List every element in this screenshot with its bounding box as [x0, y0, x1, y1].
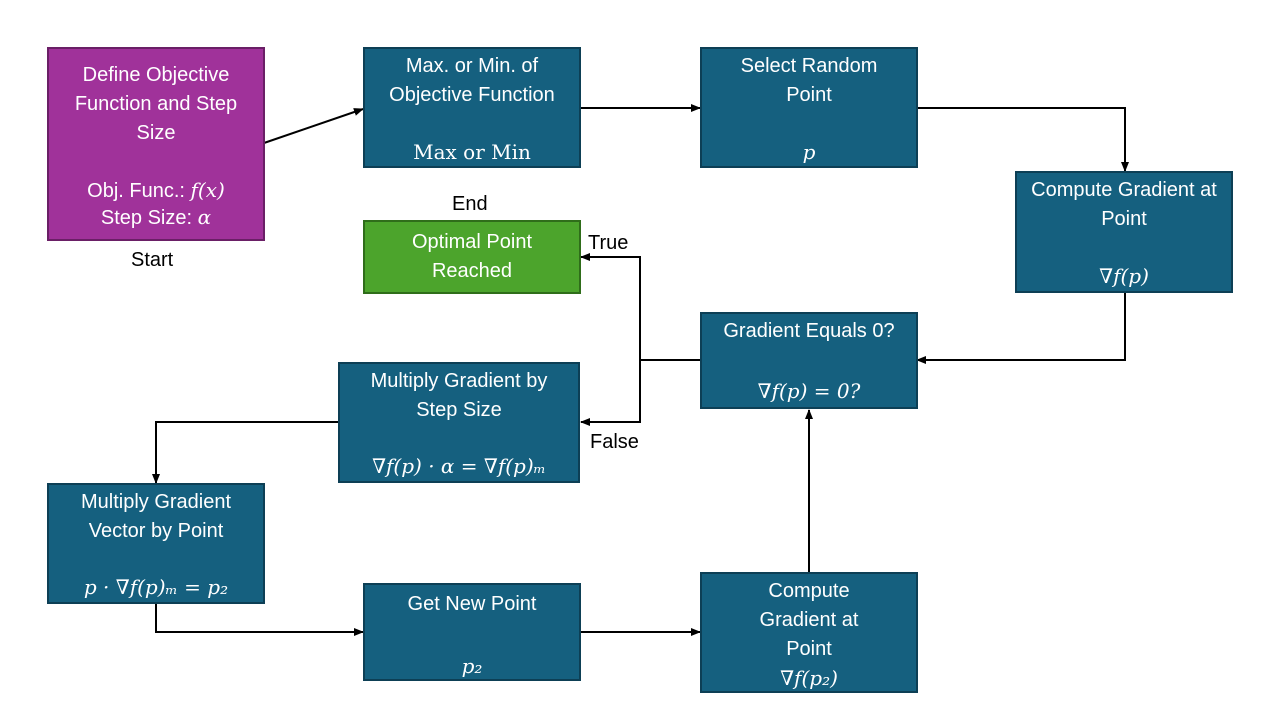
multiply-step-title: Multiply Gradient by Step Size [370, 370, 548, 421]
arrow-step-to-vector [152, 421, 338, 484]
new-point-node: Get New Point p₂ [363, 583, 581, 681]
multiply-step-node: Multiply Gradient by Step Size ∇f(p) · α… [338, 362, 580, 483]
multiply-step-math: ∇f(p) · α = ∇f(p)ₘ [372, 454, 546, 478]
arrow-vector-to-newpoint [155, 604, 364, 636]
max-min-title: Max. or Min. of Objective Function [389, 55, 555, 106]
max-min-math: Max or Min [413, 140, 531, 164]
step-size-math: α [197, 205, 212, 229]
multiply-vector-title: Multiply Gradient Vector by Point [80, 491, 232, 542]
multiply-vector-node: Multiply Gradient Vector by Point p · ∇f… [47, 483, 265, 604]
compute-gradient-node-2: Compute Gradient at Point ∇f(p₂) [700, 572, 918, 693]
false-label: False [590, 431, 639, 453]
obj-func-math: f(x) [190, 178, 225, 202]
start-label: Start [131, 249, 174, 271]
start-node: Define Objective Function and Step Size … [47, 47, 265, 241]
arrow-gradient-to-check [916, 293, 1126, 364]
optimal-point-node: Optimal Point Reached [363, 220, 581, 294]
compute-gradient-node-1: Compute Gradient at Point ∇f(p) [1015, 171, 1233, 293]
arrow-start-to-maxmin [263, 108, 364, 144]
true-label: True [588, 232, 629, 254]
multiply-vector-math: p · ∇f(p)ₘ = p₂ [83, 575, 229, 599]
start-node-title: Define Objective Function and Step Size [74, 64, 238, 144]
gradient-check-math: ∇f(p) = 0? [757, 379, 861, 403]
obj-func-label: Obj. Func.: [87, 180, 185, 202]
arrow-check-false [580, 360, 641, 426]
select-point-title: Select Random Point [740, 55, 878, 106]
select-point-node: Select Random Point p [700, 47, 918, 168]
optimal-point-title: Optimal Point Reached [411, 231, 533, 282]
compute-gradient-1-math: ∇f(p) [1099, 264, 1149, 288]
arrow-check-true [580, 253, 700, 361]
arrow-select-to-gradient [917, 107, 1129, 172]
end-label: End [452, 193, 488, 215]
compute-gradient-2-math: ∇f(p₂) [780, 666, 838, 690]
gradient-check-node: Gradient Equals 0? ∇f(p) = 0? [700, 312, 918, 409]
max-min-node: Max. or Min. of Objective Function Max o… [363, 47, 581, 168]
start-node-formulas: Obj. Func.: f(x) Step Size: α [49, 177, 263, 231]
new-point-math: p₂ [461, 654, 483, 678]
gradient-check-title: Gradient Equals 0? [723, 320, 895, 342]
step-size-label: Step Size: [100, 207, 193, 229]
compute-gradient-2-title: Compute Gradient at Point [759, 580, 859, 660]
compute-gradient-1-title: Compute Gradient at Point [1031, 179, 1217, 230]
new-point-title: Get New Point [407, 593, 537, 615]
select-point-math: p [802, 140, 816, 164]
